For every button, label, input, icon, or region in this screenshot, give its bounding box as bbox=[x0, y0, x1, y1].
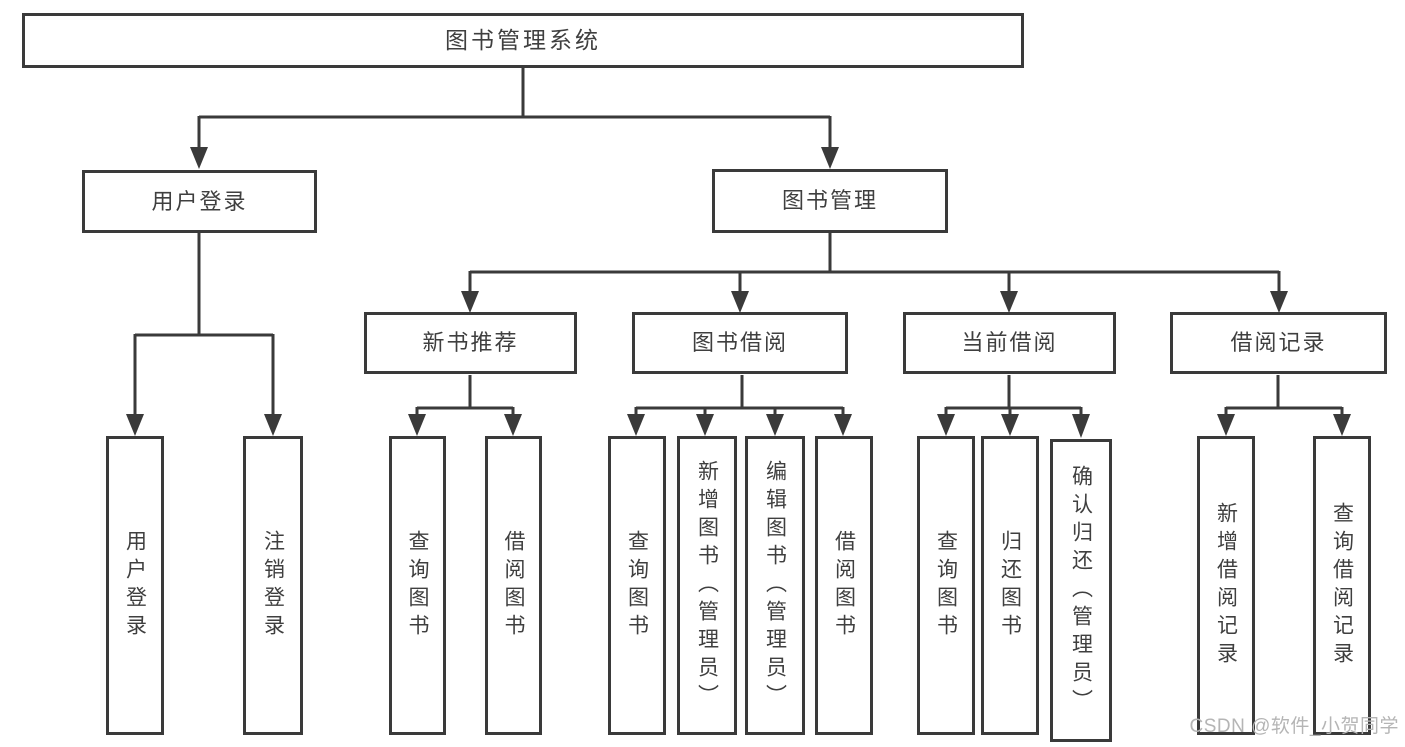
node-add-books-admin: 新增图书（管理员） bbox=[677, 436, 737, 735]
node-label: 归还图书 bbox=[998, 529, 1022, 642]
node-book-borrow: 图书借阅 bbox=[632, 312, 848, 374]
connector-book-management-to-level3 bbox=[461, 233, 1288, 313]
node-label: 图书管理系统 bbox=[445, 27, 601, 53]
node-label: 用户登录 bbox=[123, 529, 147, 642]
connector-root-to-level2 bbox=[190, 68, 839, 169]
watermark: CSDN @软件_小贺同学 bbox=[1189, 716, 1399, 737]
node-query-borrow-record: 查询借阅记录 bbox=[1313, 436, 1371, 735]
node-label: 查询借阅记录 bbox=[1330, 501, 1354, 670]
node-add-borrow-record: 新增借阅记录 bbox=[1197, 436, 1255, 735]
arrowhead-book-borrow bbox=[731, 291, 749, 313]
node-borrow-books: 借阅图书 bbox=[815, 436, 873, 735]
node-label: 新增图书（管理员） bbox=[695, 459, 719, 712]
node-borrow-books-recommend: 借阅图书 bbox=[485, 436, 542, 735]
arrowhead-add-record bbox=[1217, 414, 1235, 436]
arrowhead-user-login bbox=[190, 147, 208, 169]
connector-user-login-to-leaves bbox=[126, 233, 282, 436]
connector-recommend-to-leaves bbox=[408, 375, 522, 436]
arrowhead-login bbox=[126, 414, 144, 436]
arrowhead-query-record bbox=[1333, 414, 1351, 436]
node-label: 查询图书 bbox=[625, 529, 649, 642]
node-confirm-return-admin: 确认归还（管理员） bbox=[1050, 439, 1112, 742]
node-login: 用户登录 bbox=[106, 436, 164, 735]
arrowhead-book-management bbox=[821, 147, 839, 169]
node-query-books-recommend: 查询图书 bbox=[389, 436, 446, 735]
node-query-books-borrow: 查询图书 bbox=[608, 436, 666, 735]
node-label: 图书管理 bbox=[781, 188, 878, 213]
node-label: 当前借阅 bbox=[961, 330, 1058, 355]
arrowhead-edit-books bbox=[766, 414, 784, 436]
arrowhead-new-book-recommend bbox=[461, 291, 479, 313]
node-label: 用户登录 bbox=[151, 188, 248, 214]
node-current-borrow: 当前借阅 bbox=[903, 312, 1116, 374]
connector-records-to-leaves bbox=[1217, 375, 1351, 436]
arrowhead-borrow-books-2 bbox=[834, 414, 852, 436]
arrowhead-confirm-return bbox=[1072, 414, 1090, 438]
node-user-login: 用户登录 bbox=[82, 170, 317, 233]
node-book-management: 图书管理 bbox=[712, 169, 948, 233]
node-label: 借阅图书 bbox=[502, 529, 525, 642]
node-label: 查询图书 bbox=[934, 529, 958, 642]
arrowhead-add-books bbox=[696, 414, 714, 436]
node-label: 新书推荐 bbox=[422, 330, 519, 355]
node-label: 注销登录 bbox=[261, 529, 285, 642]
node-label: 查询图书 bbox=[406, 529, 429, 642]
arrowhead-current-borrow bbox=[1000, 291, 1018, 313]
node-new-book-recommend: 新书推荐 bbox=[364, 312, 577, 374]
node-borrow-records: 借阅记录 bbox=[1170, 312, 1387, 374]
node-label: 新增借阅记录 bbox=[1214, 501, 1238, 670]
node-label: 确认归还（管理员） bbox=[1069, 464, 1093, 717]
node-logout: 注销登录 bbox=[243, 436, 303, 735]
node-label: 图书借阅 bbox=[691, 330, 788, 355]
connector-current-to-leaves bbox=[937, 375, 1090, 438]
arrowhead-logout bbox=[264, 414, 282, 436]
arrowhead-borrow-records bbox=[1270, 291, 1288, 313]
node-library-system: 图书管理系统 bbox=[22, 13, 1024, 68]
arrowhead-query-books-2 bbox=[627, 414, 645, 436]
connector-borrow-to-leaves bbox=[627, 375, 852, 436]
node-return-books: 归还图书 bbox=[981, 436, 1039, 735]
arrowhead-query-books-1 bbox=[408, 414, 426, 436]
arrowhead-borrow-books-1 bbox=[504, 414, 522, 436]
node-label: 编辑图书（管理员） bbox=[763, 459, 787, 712]
node-edit-books-admin: 编辑图书（管理员） bbox=[745, 436, 805, 735]
arrowhead-return-books bbox=[1001, 414, 1019, 436]
arrowhead-query-books-3 bbox=[937, 414, 955, 436]
node-query-books-current: 查询图书 bbox=[917, 436, 975, 735]
node-label: 借阅记录 bbox=[1230, 330, 1327, 355]
node-label: 借阅图书 bbox=[832, 529, 856, 642]
